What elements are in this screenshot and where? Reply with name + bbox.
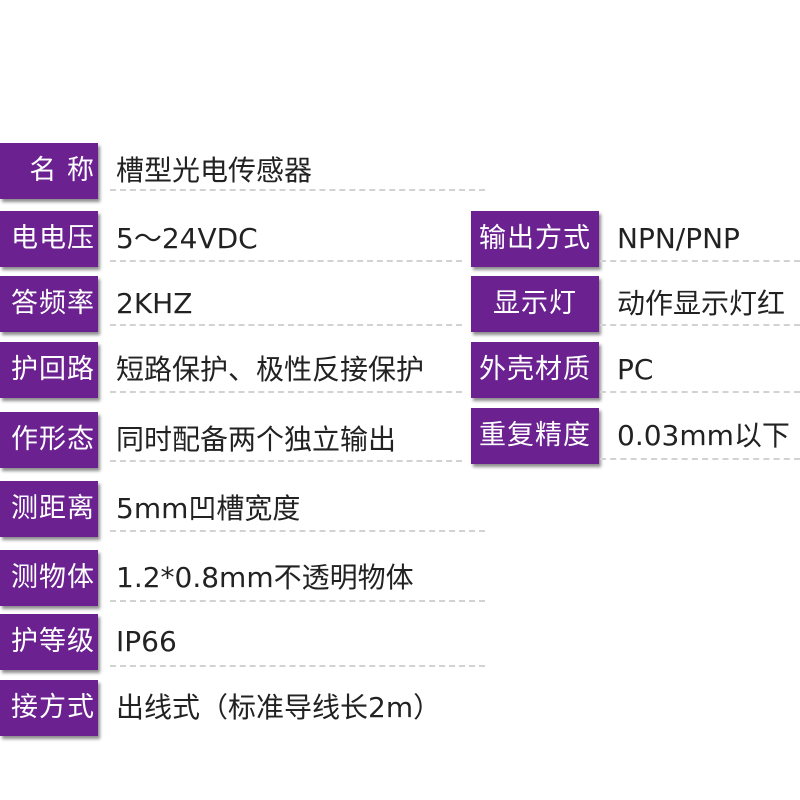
spec-row-housing-material: 外壳材质 PC — [471, 342, 800, 398]
spec-value: 2KHZ — [116, 287, 193, 320]
spec-label: 名 称 — [0, 143, 98, 199]
spec-row-output-type: 输出方式 NPN/PNP — [471, 211, 800, 267]
spec-value: 同时配备两个独立输出 — [116, 423, 397, 456]
row-divider — [110, 665, 485, 667]
row-divider — [110, 530, 485, 532]
spec-value: PC — [617, 353, 654, 386]
spec-row-response-frequency: 答频率 2KHZ — [0, 276, 490, 332]
spec-row-supply-voltage: 电电压 5～24VDC — [0, 211, 490, 267]
spec-label: 重复精度 — [471, 408, 599, 464]
spec-row-operation-mode: 作形态 同时配备两个独立输出 — [0, 412, 490, 468]
spec-value: 5mm凹槽宽度 — [116, 492, 301, 525]
spec-label: 测距离 — [0, 481, 98, 537]
spec-label: 电电压 — [0, 211, 98, 267]
spec-value: 1.2*0.8mm不透明物体 — [116, 561, 414, 594]
spec-row-protection-rating: 护等级 IP66 — [0, 614, 490, 670]
spec-row-detection-object: 测物体 1.2*0.8mm不透明物体 — [0, 550, 490, 606]
spec-label: 输出方式 — [471, 211, 599, 267]
row-divider — [600, 458, 800, 460]
row-divider — [110, 189, 485, 191]
spec-value: 出线式（标准导线长2m） — [116, 691, 442, 724]
spec-value: 5～24VDC — [116, 222, 258, 255]
row-divider — [110, 600, 485, 602]
row-divider — [110, 260, 462, 262]
spec-row-name: 名 称 槽型光电传感器 — [0, 143, 490, 199]
row-divider — [600, 391, 800, 393]
spec-value: 短路保护、极性反接保护 — [116, 353, 425, 386]
row-divider — [110, 391, 462, 393]
spec-row-repeat-accuracy: 重复精度 0.03mm以下 — [471, 408, 800, 464]
row-divider — [110, 324, 462, 326]
spec-label: 护等级 — [0, 614, 98, 670]
spec-row-connection-method: 接方式 出线式（标准导线长2m） — [0, 680, 490, 736]
row-divider — [110, 460, 462, 462]
spec-label: 接方式 — [0, 680, 98, 736]
spec-row-indicator-light: 显示灯 动作显示灯红 — [471, 276, 800, 332]
spec-label: 显示灯 — [471, 276, 599, 332]
spec-label: 外壳材质 — [471, 342, 599, 398]
spec-value: NPN/PNP — [617, 222, 740, 255]
spec-value: 0.03mm以下 — [617, 419, 790, 452]
row-divider — [600, 324, 800, 326]
row-divider — [600, 260, 800, 262]
spec-label: 答频率 — [0, 276, 98, 332]
spec-value: IP66 — [116, 625, 177, 658]
spec-label: 作形态 — [0, 412, 98, 468]
spec-label: 护回路 — [0, 342, 98, 398]
spec-value: 槽型光电传感器 — [116, 154, 313, 187]
spec-label: 测物体 — [0, 550, 98, 606]
spec-value: 动作显示灯红 — [617, 287, 786, 320]
spec-row-detection-distance: 测距离 5mm凹槽宽度 — [0, 481, 490, 537]
spec-row-protection-circuit: 护回路 短路保护、极性反接保护 — [0, 342, 490, 398]
